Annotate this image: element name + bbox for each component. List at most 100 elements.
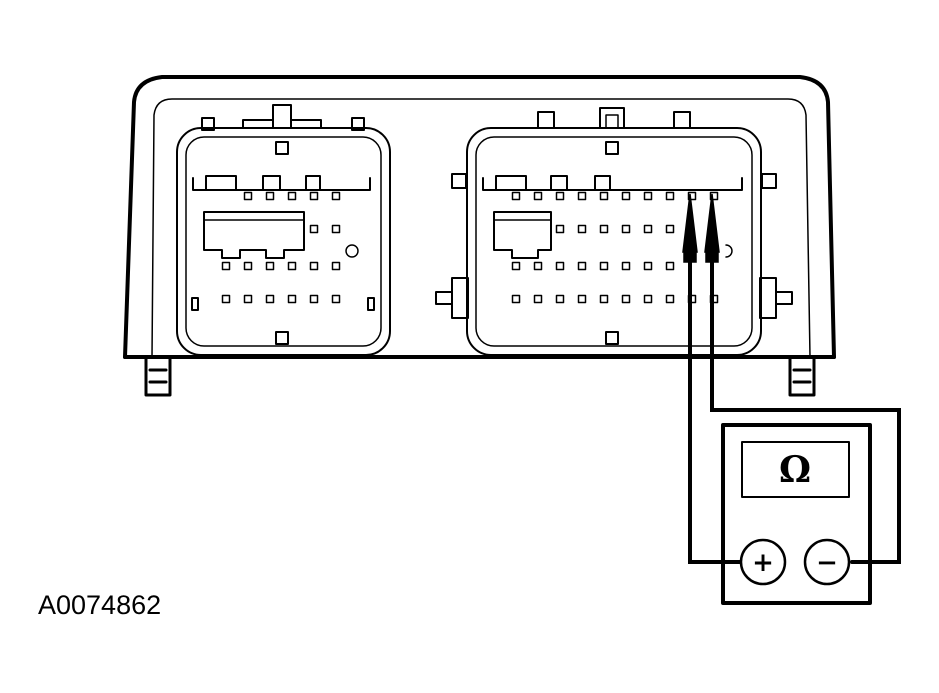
- connector-pin: [643, 294, 653, 304]
- connector-pin: [621, 261, 631, 271]
- left-top-tab: [272, 104, 292, 129]
- connector-pin: [533, 294, 543, 304]
- figure-id-label: A0074862: [38, 590, 162, 620]
- connector-pin: [511, 191, 521, 201]
- left-bottom-key: [275, 331, 289, 345]
- connector-pin: [665, 191, 675, 201]
- left-top-tab: [290, 119, 322, 129]
- connector-pin: [577, 261, 587, 271]
- right-top-tab: [599, 107, 625, 129]
- connector-pin: [555, 191, 565, 201]
- left-top-tab: [201, 117, 215, 131]
- mounting-foot-right: [788, 355, 816, 397]
- meter-body: [721, 423, 872, 605]
- module-housing: [123, 75, 836, 397]
- right-side-ear: [775, 291, 793, 305]
- right-top-tab: [673, 111, 691, 129]
- left-connector: [176, 104, 391, 356]
- connector-pin: [555, 294, 565, 304]
- connector-pin: [331, 191, 341, 201]
- plus-terminal-icon: [739, 538, 787, 586]
- connector-pin: [665, 261, 675, 271]
- right-connector: [435, 107, 793, 356]
- connector-pin: [599, 224, 609, 234]
- negative-terminal-label: −: [816, 548, 838, 578]
- connector-pin: [309, 294, 319, 304]
- connector-pin: [331, 294, 341, 304]
- connector-pin: [709, 191, 719, 201]
- connector-pin: [643, 224, 653, 234]
- left-pin-array: [221, 191, 341, 304]
- left-top-tab: [351, 117, 365, 131]
- right-top-tab: [605, 114, 619, 129]
- right-keyway: [493, 211, 552, 259]
- right-latch-rail: [482, 175, 743, 191]
- connector-pin: [221, 294, 231, 304]
- connector-pin: [265, 261, 275, 271]
- connector-pin: [533, 261, 543, 271]
- connector-pin: [621, 294, 631, 304]
- left-center-key: [275, 141, 289, 155]
- connector-pin: [599, 261, 609, 271]
- connector-pin: [511, 261, 521, 271]
- left-connector-outer: [176, 127, 391, 356]
- right-index-hole: [725, 244, 733, 258]
- connector-pin: [643, 191, 653, 201]
- ohmmeter: Ω + −: [721, 423, 872, 605]
- right-connector-inner: [475, 136, 753, 347]
- right-side-ear: [435, 291, 453, 305]
- left-connector-inner: [185, 136, 382, 347]
- housing-outline: [123, 75, 836, 359]
- connector-pin: [287, 261, 297, 271]
- mounting-foot-left: [144, 355, 172, 397]
- connector-pin: [621, 224, 631, 234]
- connector-pin: [599, 294, 609, 304]
- connector-pin: [511, 294, 521, 304]
- connector-pin: [687, 191, 697, 201]
- connector-pin: [331, 224, 341, 234]
- minus-terminal-icon: [803, 538, 851, 586]
- probe-arrow-icon: [682, 193, 698, 263]
- connector-pin: [533, 191, 543, 201]
- ohm-symbol: Ω: [779, 449, 811, 491]
- connector-pin: [287, 294, 297, 304]
- connector-pin: [309, 191, 319, 201]
- connector-pin: [665, 224, 675, 234]
- left-side-clip: [191, 297, 199, 311]
- positive-test-lead: [688, 243, 742, 564]
- connector-pin: [309, 224, 319, 234]
- right-side-ear: [451, 277, 469, 319]
- connector-pin: [309, 261, 319, 271]
- left-side-clip: [367, 297, 375, 311]
- right-top-tab: [537, 111, 555, 129]
- connector-pin: [243, 261, 253, 271]
- connector-pin: [287, 191, 297, 201]
- connector-pin: [243, 294, 253, 304]
- connector-pin: [221, 261, 231, 271]
- connector-pin: [577, 294, 587, 304]
- connector-pin: [577, 224, 587, 234]
- left-top-tab: [242, 119, 274, 129]
- connector-pin: [555, 261, 565, 271]
- right-center-key: [605, 141, 619, 155]
- connector-pin: [599, 191, 609, 201]
- connector-pin: [665, 294, 675, 304]
- probe-arrow-icon: [704, 193, 720, 263]
- left-keyway: [203, 211, 305, 259]
- left-index-hole: [345, 244, 359, 258]
- connector-pin: [621, 191, 631, 201]
- housing-inner-bezel: [151, 98, 811, 358]
- connector-pin: [331, 261, 341, 271]
- connector-pin: [555, 224, 565, 234]
- right-side-ear: [759, 277, 777, 319]
- connector-pin: [265, 191, 275, 201]
- positive-terminal-label: +: [752, 548, 774, 578]
- right-side-clip: [451, 173, 467, 189]
- left-latch-rail: [192, 175, 371, 191]
- right-bottom-key: [605, 331, 619, 345]
- right-side-clip: [761, 173, 777, 189]
- meter-display: [741, 441, 850, 498]
- connector-pin: [265, 294, 275, 304]
